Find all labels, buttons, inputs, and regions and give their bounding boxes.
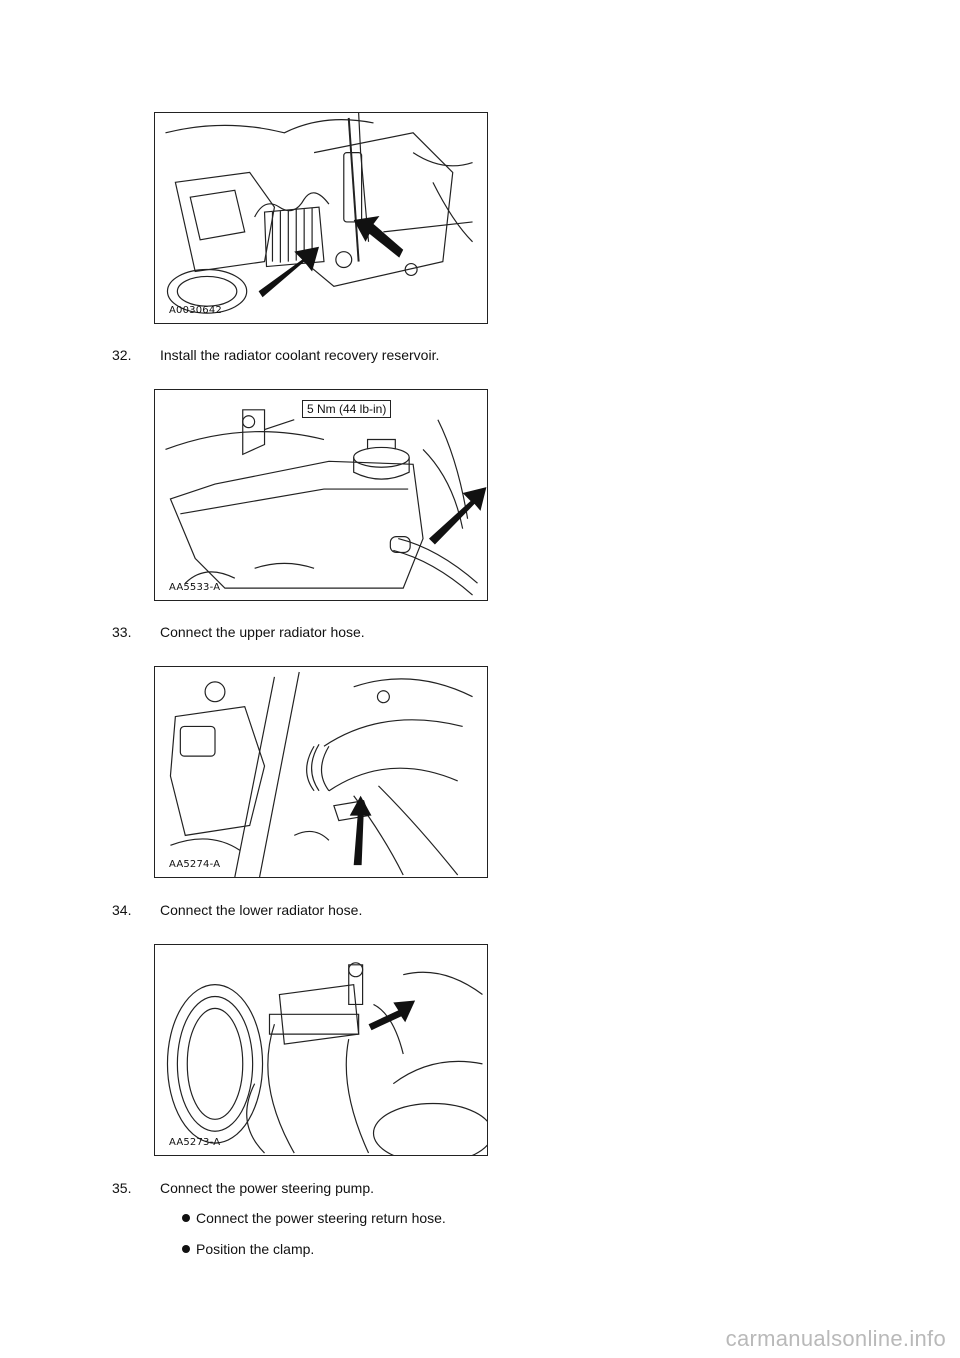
step-number: 34. xyxy=(112,902,132,918)
bullet-dot xyxy=(182,1245,190,1253)
step-number: 32. xyxy=(112,347,132,363)
line-drawing xyxy=(165,409,487,596)
step-text: Install the radiator coolant recovery re… xyxy=(160,347,440,363)
bullet-dot xyxy=(182,1214,190,1222)
line-drawing xyxy=(166,962,487,1155)
step-text: Connect the upper radiator hose. xyxy=(160,624,365,640)
illustration-coolant-reservoir: 5 Nm (44 lb-in) AA5533-A xyxy=(154,389,488,601)
figure-code: A0030642 xyxy=(169,305,222,316)
watermark: carmanualsonline.info xyxy=(725,1326,946,1351)
step-number: 35. xyxy=(112,1180,132,1196)
bullet-text: Connect the power steering return hose. xyxy=(196,1210,446,1226)
line-drawing xyxy=(169,671,473,877)
step-text: Connect the lower radiator hose. xyxy=(160,902,363,918)
torque-callout: 5 Nm (44 lb-in) xyxy=(302,400,392,418)
illustration-upper-radiator-hose: AA5274-A xyxy=(154,666,488,878)
line-drawing xyxy=(165,113,473,314)
bullet-item: Connect the power steering return hose. xyxy=(182,1209,446,1227)
illustration-throttle-body: A0030642 xyxy=(154,112,488,324)
figure-code: AA5274-A xyxy=(169,859,221,870)
figure-code: AA5273-A xyxy=(169,1137,221,1148)
figure-code: AA5533-A xyxy=(169,582,221,593)
bullet-item: Position the clamp. xyxy=(182,1240,315,1258)
step-number: 33. xyxy=(112,624,132,640)
step-text: Connect the power steering pump. xyxy=(160,1180,375,1196)
bullet-text: Position the clamp. xyxy=(196,1241,315,1257)
illustration-lower-radiator-hose: AA5273-A xyxy=(154,944,488,1156)
